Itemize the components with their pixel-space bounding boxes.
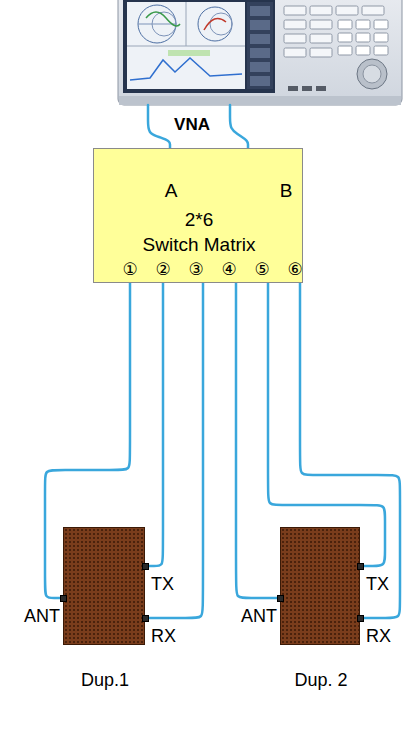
port-connector [357,563,364,570]
hard-key [336,6,358,15]
hard-key [310,48,332,57]
coax-cable [145,283,203,618]
trace [130,58,242,80]
matrix-size: 2*6 [185,209,214,231]
softkey [250,6,270,16]
port-connector [60,595,67,602]
softkey [250,48,270,58]
hard-key [310,34,332,43]
num-key [338,33,352,42]
screen-divider [186,2,187,46]
hard-key [284,48,306,57]
port-connector [357,615,364,622]
hard-key [284,34,306,43]
coax-cable [236,283,280,598]
port-number: ③ [188,259,203,279]
softkey [250,20,270,30]
port-number: ⑤ [254,259,269,279]
port-connector [142,615,149,622]
coax-cable [230,105,248,148]
rotary-knob [363,65,381,83]
hard-key [362,6,384,15]
screen [127,2,245,89]
port-name: TX [151,574,174,595]
num-key [374,33,388,42]
marker-box [168,50,210,56]
port-letter: A [165,180,178,202]
screen-frame [123,0,275,93]
port-name: RX [151,626,176,647]
port-number: ① [122,259,137,279]
port-connector [277,595,284,602]
port-name: RX [366,626,391,647]
port-name: TX [366,574,389,595]
instrument-body [118,0,402,105]
num-key [356,20,370,29]
trace [146,12,180,26]
smith-chart [198,7,232,41]
port-connector [142,563,149,570]
port-letter: B [280,180,293,202]
hard-key [284,20,306,29]
softkey [250,34,270,44]
port-number: ④ [221,259,236,279]
hard-key [310,20,332,29]
instrument-label: VNA [174,114,210,136]
hard-key [284,6,306,15]
duplexer-box: Dup.1 [63,527,145,645]
num-key [374,46,388,55]
usb-port [316,86,326,91]
smith-chart [210,13,232,35]
trace [204,18,226,30]
usb-port [302,86,312,91]
device-label: Dup. 2 [294,669,347,691]
smith-chart [138,24,176,25]
vna-instrument: VNA [118,0,400,105]
softkey [250,62,270,72]
port-number: ② [155,259,170,279]
port-name: ANT [24,606,60,627]
coax-cable [145,283,163,566]
port-number: ⑥ [287,259,302,279]
num-key [356,46,370,55]
hard-key [310,6,332,15]
usb-port [288,86,298,91]
softkey-panel [247,2,273,89]
rotary-knob [357,59,387,89]
instrument-bezel [119,96,401,105]
smith-chart [138,5,176,43]
coax-cable [268,283,385,566]
port-name: ANT [241,606,277,627]
num-key [374,20,388,29]
softkey [250,76,270,86]
num-key [356,33,370,42]
num-key [338,46,352,55]
matrix-name: Switch Matrix [143,234,256,256]
device-label: Dup.1 [81,669,129,691]
duplexer-box: Dup. 2 [280,527,360,645]
num-key [338,20,352,29]
coax-cable [148,105,170,148]
